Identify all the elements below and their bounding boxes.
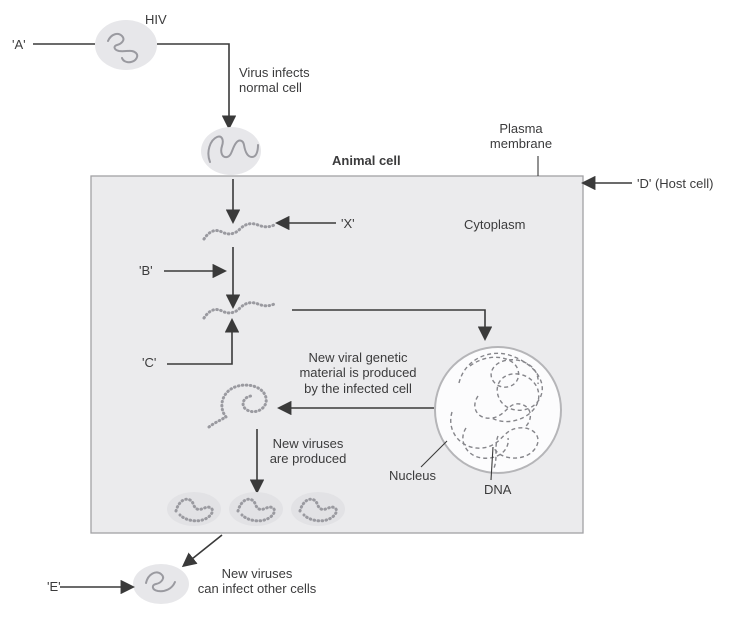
caption-viral-material: New viral genetic material is produced b… xyxy=(299,350,417,396)
label-x: 'X' xyxy=(341,216,355,231)
label-animal-cell: Animal cell xyxy=(332,153,401,168)
caption-virus-infects: Virus infects normal cell xyxy=(239,65,310,96)
label-c: 'C' xyxy=(142,355,157,370)
caption-new-viruses-produced: New viruses are produced xyxy=(269,436,347,467)
nucleus-circle xyxy=(434,346,562,474)
dna-pointer xyxy=(490,446,494,481)
label-b: 'B' xyxy=(139,263,153,278)
label-hiv: HIV xyxy=(145,12,167,27)
viral-rna-strand-1 xyxy=(202,222,278,241)
exit-cell-arrow xyxy=(181,534,223,568)
to-nucleus-arrow xyxy=(292,309,493,341)
released-virion xyxy=(133,564,189,604)
new-virion-2 xyxy=(229,492,283,526)
new-virion-3-squiggle xyxy=(298,497,338,523)
c-arrow xyxy=(167,318,240,365)
new-virions xyxy=(167,492,345,526)
virus-entry-arrow xyxy=(157,43,237,130)
label-nucleus: Nucleus xyxy=(389,468,436,483)
nucleus-pointer xyxy=(420,440,448,468)
label-e: 'E' xyxy=(47,579,61,594)
new-viral-material-squiggle xyxy=(207,383,268,429)
new-virion-1 xyxy=(167,492,221,526)
label-cytoplasm: Cytoplasm xyxy=(464,217,526,232)
viral-rna-strand-2 xyxy=(202,301,278,320)
released-virion-squiggle xyxy=(145,571,176,593)
caption-new-viruses-infect: New viruses can infect other cells xyxy=(197,566,317,597)
label-dna: DNA xyxy=(484,482,512,497)
new-virion-2-squiggle xyxy=(236,497,276,523)
dna-tangle xyxy=(450,352,543,469)
new-virion-3 xyxy=(291,492,345,526)
label-a: 'A' xyxy=(12,37,26,52)
new-virion-1-squiggle xyxy=(174,497,214,523)
hiv-virion xyxy=(95,20,157,70)
virus-genome-squiggle xyxy=(207,135,259,163)
label-plasma-membrane: Plasma membrane xyxy=(489,121,553,152)
label-d-host-cell: 'D' (Host cell) xyxy=(637,176,714,191)
hiv-genome-squiggle xyxy=(107,32,139,64)
